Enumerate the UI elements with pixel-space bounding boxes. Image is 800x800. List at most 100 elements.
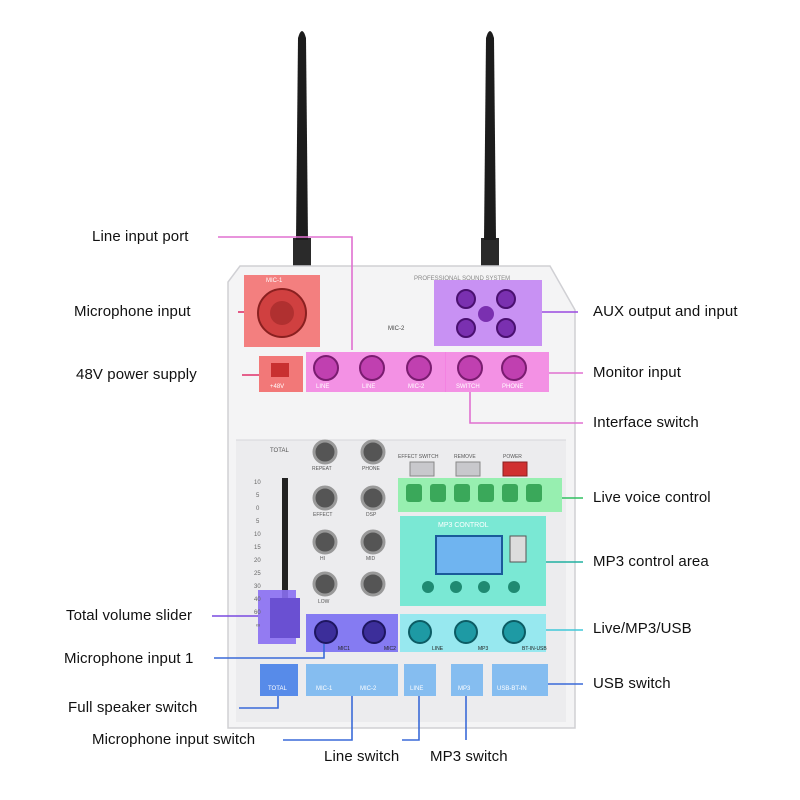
row-knob-label-1: MIC1 bbox=[338, 646, 350, 652]
mp3-knob[interactable] bbox=[454, 620, 478, 644]
total-slider-handle[interactable] bbox=[270, 598, 300, 638]
scale-10: 40 bbox=[254, 597, 261, 603]
total-slider-track bbox=[282, 478, 288, 638]
knob-label-mid: MID bbox=[366, 556, 376, 562]
jack-label-2: LINE bbox=[362, 384, 375, 390]
label-full-speaker-switch: Full speaker switch bbox=[68, 699, 198, 716]
scale-9: 30 bbox=[254, 584, 261, 590]
usb-port[interactable] bbox=[509, 535, 527, 563]
knob-label-repeat: REPEAT bbox=[312, 466, 332, 472]
knob-label-dsp: DSP bbox=[366, 512, 377, 518]
mic2-jack[interactable] bbox=[406, 355, 432, 381]
live-voice-buttons bbox=[406, 484, 542, 502]
power-48v-button[interactable] bbox=[271, 363, 289, 377]
knob-label-hi: HI bbox=[320, 556, 325, 562]
label-line-switch: Line switch bbox=[324, 748, 400, 765]
scale-6: 15 bbox=[254, 545, 261, 551]
jack-label-1: LINE bbox=[316, 384, 329, 390]
total-switch-highlight bbox=[260, 664, 298, 696]
knob-label-phone: PHONE bbox=[362, 466, 380, 472]
jack-label-4: SWITCH bbox=[456, 384, 480, 390]
jack-label-3: MIC-2 bbox=[408, 384, 425, 390]
leader-line-input-port bbox=[218, 236, 353, 350]
line-jack-2[interactable] bbox=[359, 355, 385, 381]
bottom-button-2: MIC-1 bbox=[316, 686, 333, 692]
label-microphone-input-1: Microphone input 1 bbox=[64, 650, 194, 667]
row-knob-label-5: BT-IN-USB bbox=[522, 646, 547, 652]
mp3-switch-highlight bbox=[451, 664, 483, 696]
label-mp3-control-area: MP3 control area bbox=[593, 553, 709, 570]
switch-label-1: EFFECT SWITCH bbox=[398, 454, 439, 460]
effect-switch-button[interactable] bbox=[409, 461, 435, 477]
bottom-button-1: TOTAL bbox=[268, 686, 287, 692]
mic-label: MIC-1 bbox=[266, 278, 283, 284]
row-knob-label-3: LINE bbox=[432, 646, 444, 652]
switch-jack[interactable] bbox=[457, 355, 483, 381]
knob-label-low: LOW bbox=[318, 599, 330, 605]
phone-jack[interactable] bbox=[501, 355, 527, 381]
leader-line-switch bbox=[402, 696, 420, 741]
brand-line: PROFESSIONAL SOUND SYSTEM bbox=[414, 276, 510, 282]
label-48v-power: 48V power supply bbox=[76, 366, 197, 383]
scale-2: 5 bbox=[256, 493, 260, 499]
mp3-display bbox=[435, 535, 503, 575]
row-knob-label-4: MP3 bbox=[478, 646, 489, 652]
row-knob-label-2: MIC2 bbox=[384, 646, 396, 652]
scale-7: 20 bbox=[254, 558, 261, 564]
label-microphone-input: Microphone input bbox=[74, 303, 191, 320]
scale-8: 25 bbox=[254, 571, 261, 577]
mic-switches-highlight bbox=[306, 664, 398, 696]
label-live-voice-control: Live voice control bbox=[593, 489, 711, 506]
scale-3: 0 bbox=[256, 506, 260, 512]
mp3-title: MP3 CONTROL bbox=[438, 522, 489, 529]
switch-label-2: REMOVE bbox=[454, 454, 476, 460]
line-knob[interactable] bbox=[408, 620, 432, 644]
label-total-volume-slider: Total volume slider bbox=[66, 607, 193, 624]
label-mp3-switch: MP3 switch bbox=[430, 748, 508, 765]
aux-jack-1[interactable] bbox=[456, 289, 476, 309]
label-monitor-input: Monitor input bbox=[593, 364, 682, 381]
power-button[interactable] bbox=[502, 461, 528, 477]
antenna-right bbox=[481, 31, 499, 268]
scale-5: 10 bbox=[254, 532, 261, 538]
mic1-knob[interactable] bbox=[314, 620, 338, 644]
switch-label-3: POWER bbox=[503, 454, 522, 460]
jack-label-5: PHONE bbox=[502, 384, 523, 390]
bottom-button-4: LINE bbox=[410, 686, 423, 692]
leader-interface-switch bbox=[469, 392, 583, 424]
label-aux-output-input: AUX output and input bbox=[593, 303, 738, 320]
usb-knob[interactable] bbox=[502, 620, 526, 644]
knob-label-effect: EFFECT bbox=[313, 512, 332, 518]
v48-label: +48V bbox=[270, 384, 284, 390]
aux-jack-4[interactable] bbox=[496, 318, 516, 338]
bottom-button-6: USB-BT-IN bbox=[497, 686, 527, 692]
upper-knobs bbox=[312, 439, 386, 597]
mic2-knob[interactable] bbox=[362, 620, 386, 644]
leader-mic-input-switch bbox=[283, 696, 353, 741]
label-interface-switch: Interface switch bbox=[593, 414, 699, 431]
antenna-left bbox=[293, 31, 311, 268]
leader-lines bbox=[212, 236, 583, 741]
mic2-header: MIC-2 bbox=[388, 326, 405, 332]
mp3-transport-buttons bbox=[422, 581, 520, 593]
aux-jack-2[interactable] bbox=[496, 289, 516, 309]
label-usb-switch: USB switch bbox=[593, 675, 671, 692]
leader-full-speaker bbox=[239, 696, 279, 709]
bottom-button-5: MP3 bbox=[458, 686, 471, 692]
usb-switch-highlight bbox=[492, 664, 548, 696]
scale-4: 5 bbox=[256, 519, 260, 525]
label-live-mp3-usb: Live/MP3/USB bbox=[593, 620, 692, 637]
scale-1: 10 bbox=[254, 480, 261, 486]
aux-jack-3[interactable] bbox=[456, 318, 476, 338]
scale-12: ∞ bbox=[256, 623, 260, 629]
total-label: TOTAL bbox=[270, 448, 289, 454]
leader-mic-input-1 bbox=[214, 644, 325, 659]
line-jack-1[interactable] bbox=[313, 355, 339, 381]
remove-button[interactable] bbox=[455, 461, 481, 477]
label-microphone-input-switch: Microphone input switch bbox=[92, 731, 256, 748]
scale-11: 60 bbox=[254, 610, 261, 616]
bottom-button-3: MIC-2 bbox=[360, 686, 377, 692]
line-switch-highlight bbox=[404, 664, 436, 696]
